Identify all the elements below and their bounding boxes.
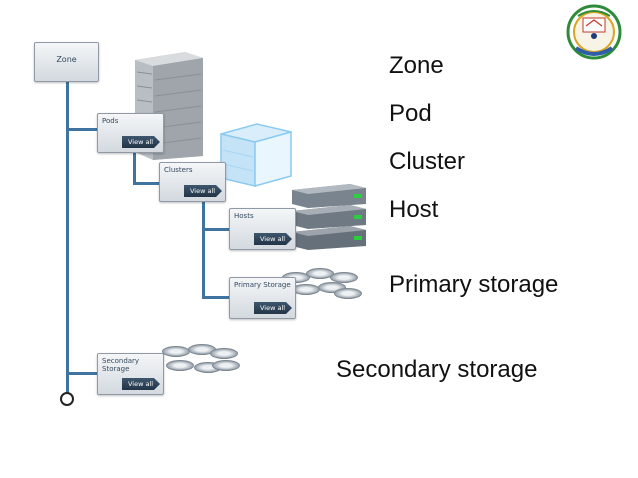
clusters-connector [133,182,160,185]
secondary-storage-box-label-line2: Storage [102,365,130,373]
clusters-trunk-line [202,200,205,298]
storage-disks-icon [282,266,362,300]
server-rack-icon [135,52,205,160]
clusters-view-all-button[interactable]: View all [184,185,222,197]
pods-trunk-line [133,151,136,185]
hosts-connector [202,228,230,231]
pods-box[interactable]: Pods View all [97,113,164,153]
hosts-box[interactable]: Hosts View all [229,208,296,250]
storage-disks-icon [160,342,240,376]
secondary-storage-box-label-line1: Secondary [102,357,140,365]
pods-connector [66,128,98,131]
clusters-box-label: Clusters [164,166,193,174]
secondary-storage-view-all-button[interactable]: View all [122,378,160,390]
cluster-cube-icon [215,120,295,190]
zone-box-label: Zone [56,55,77,64]
host-server-icon [290,182,368,250]
primary-storage-connector [202,296,230,299]
legend-primary-storage: Primary storage [389,271,559,298]
legend-zone: Zone [389,52,444,79]
secondary-storage-connector [66,372,98,375]
clusters-box[interactable]: Clusters View all [159,162,226,202]
primary-storage-box[interactable]: Primary Storage View all [229,277,296,319]
zone-box[interactable]: Zone [34,42,99,82]
logo-emblem [566,4,622,60]
pods-box-label: Pods [102,117,119,125]
primary-storage-view-all-button[interactable]: View all [254,302,292,314]
pods-view-all-button[interactable]: View all [122,136,160,148]
main-trunk-line [66,82,69,396]
trunk-end-node [60,392,74,406]
legend-pod: Pod [389,100,432,127]
hosts-box-label: Hosts [234,212,254,220]
legend-cluster: Cluster [389,148,466,175]
legend-host: Host [389,196,439,223]
legend-secondary-storage: Secondary storage [336,356,538,383]
hosts-view-all-button[interactable]: View all [254,233,292,245]
primary-storage-box-label: Primary Storage [234,281,291,289]
secondary-storage-box[interactable]: Secondary Storage View all [97,353,164,395]
